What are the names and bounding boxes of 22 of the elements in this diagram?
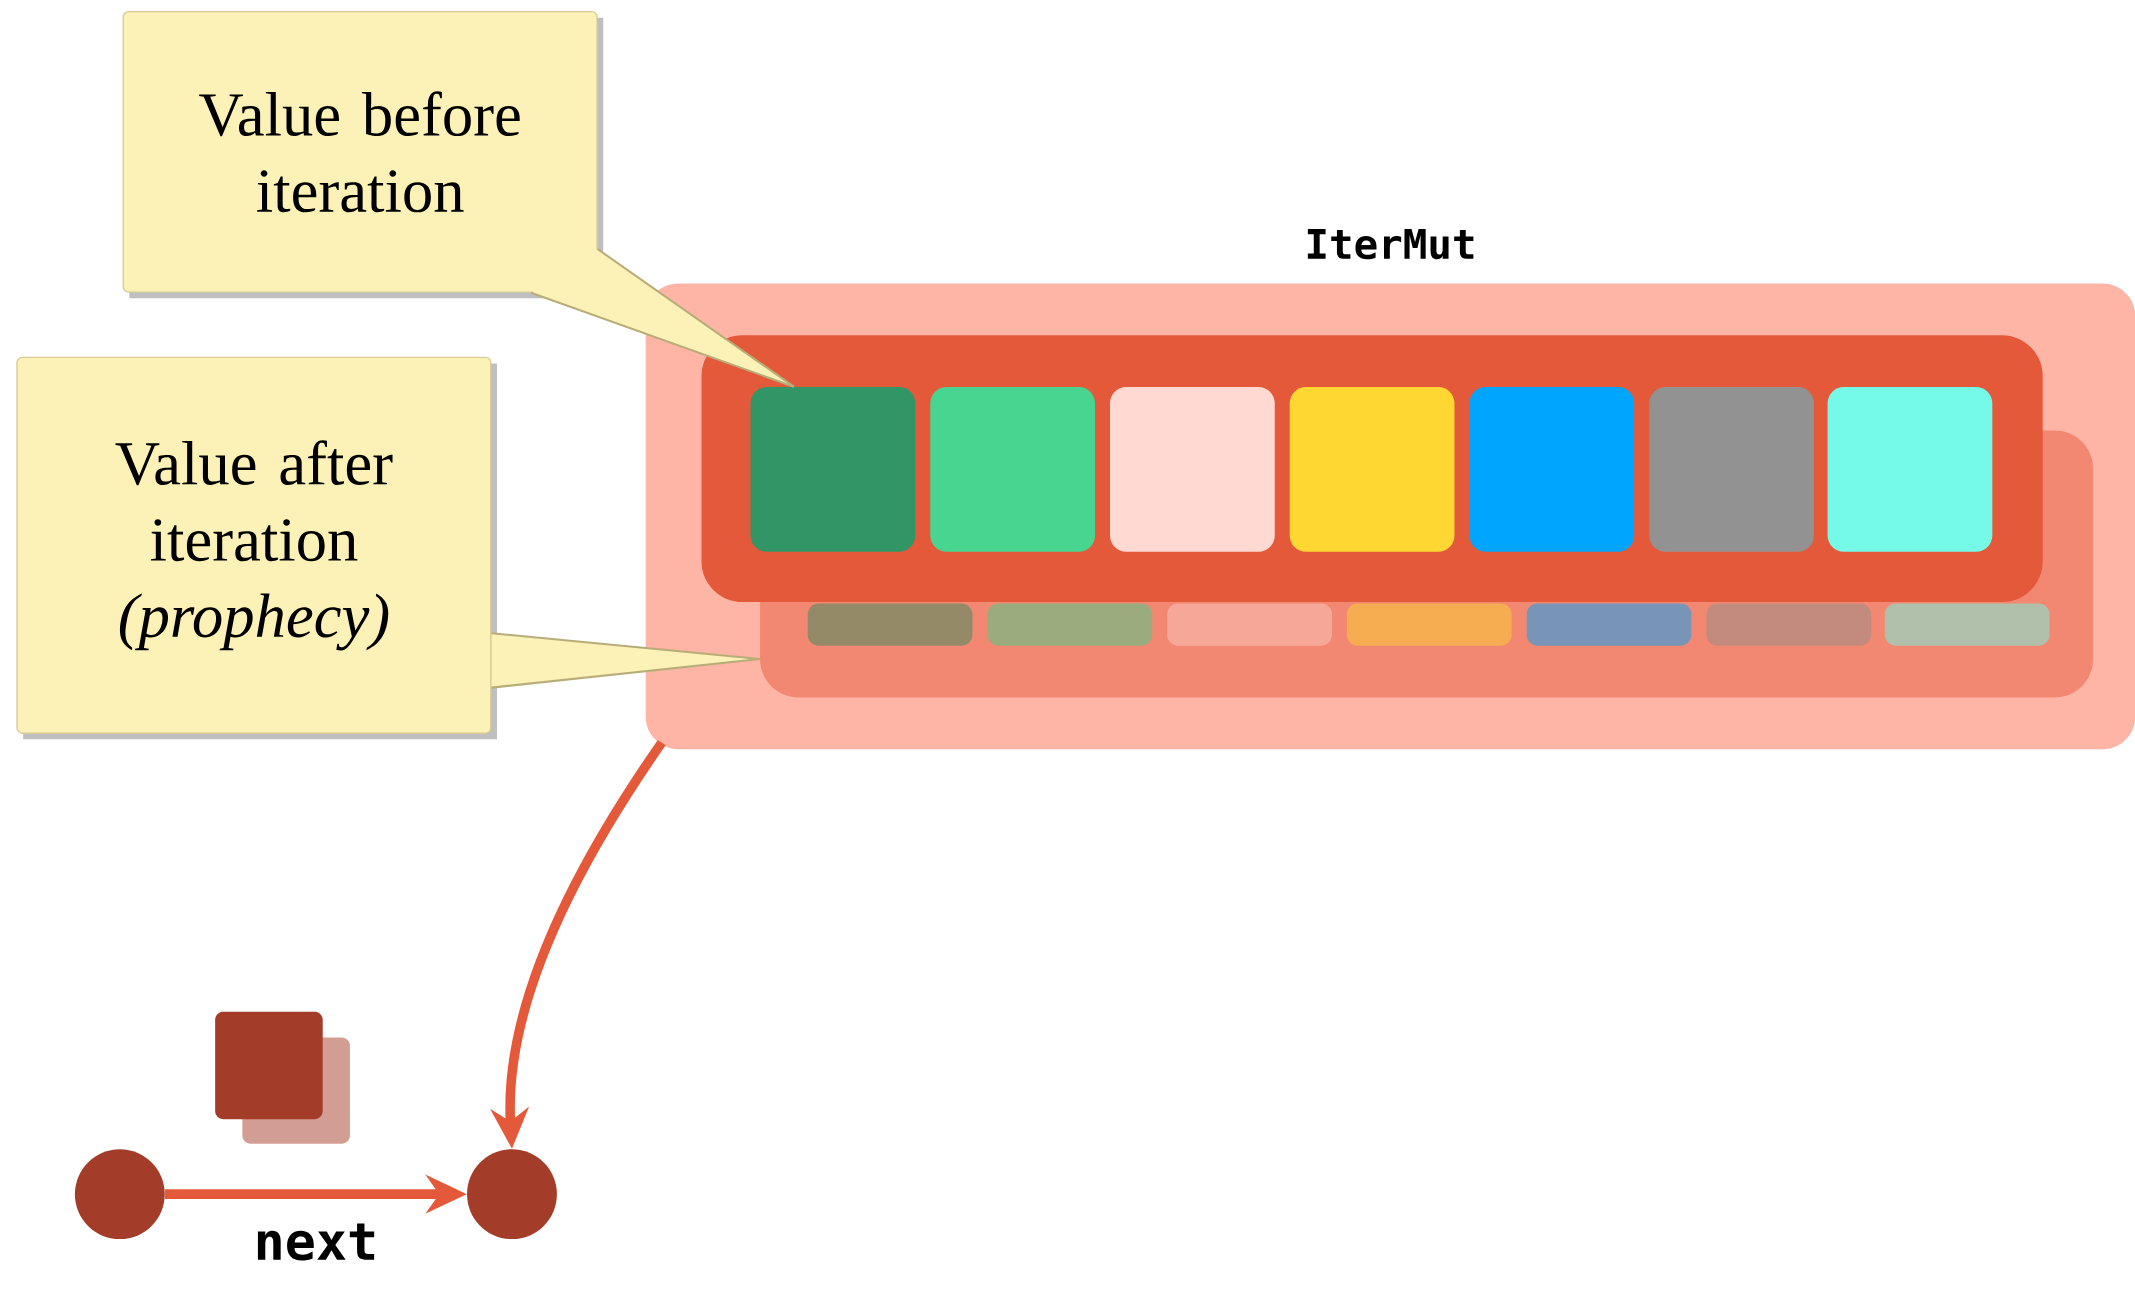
callout-box: Value after iteration (prophecy) [16,356,497,740]
callout-pointer [491,632,760,689]
dot [467,1149,557,1239]
faded-value-square [1167,603,1332,646]
faded-value-square [807,603,973,646]
faded-value-square [1526,603,1692,646]
edge-label: next [257,1223,375,1261]
faded-value-square [987,603,1153,646]
callout-pointer [530,248,795,388]
value-square [930,386,1095,552]
value-square [750,386,916,552]
faded-value-square [1346,603,1512,646]
value-square [1827,386,1993,552]
value-square [1289,386,1455,552]
value-square [1649,386,1814,552]
value-square [1110,386,1275,552]
faded-value-square [1884,603,2050,646]
node-label: IterMut [1307,228,1474,260]
callout-box: Value before iteration [122,10,604,299]
value-square [1469,386,1635,552]
faded-value-square [1706,603,1872,646]
dot [74,1149,165,1239]
